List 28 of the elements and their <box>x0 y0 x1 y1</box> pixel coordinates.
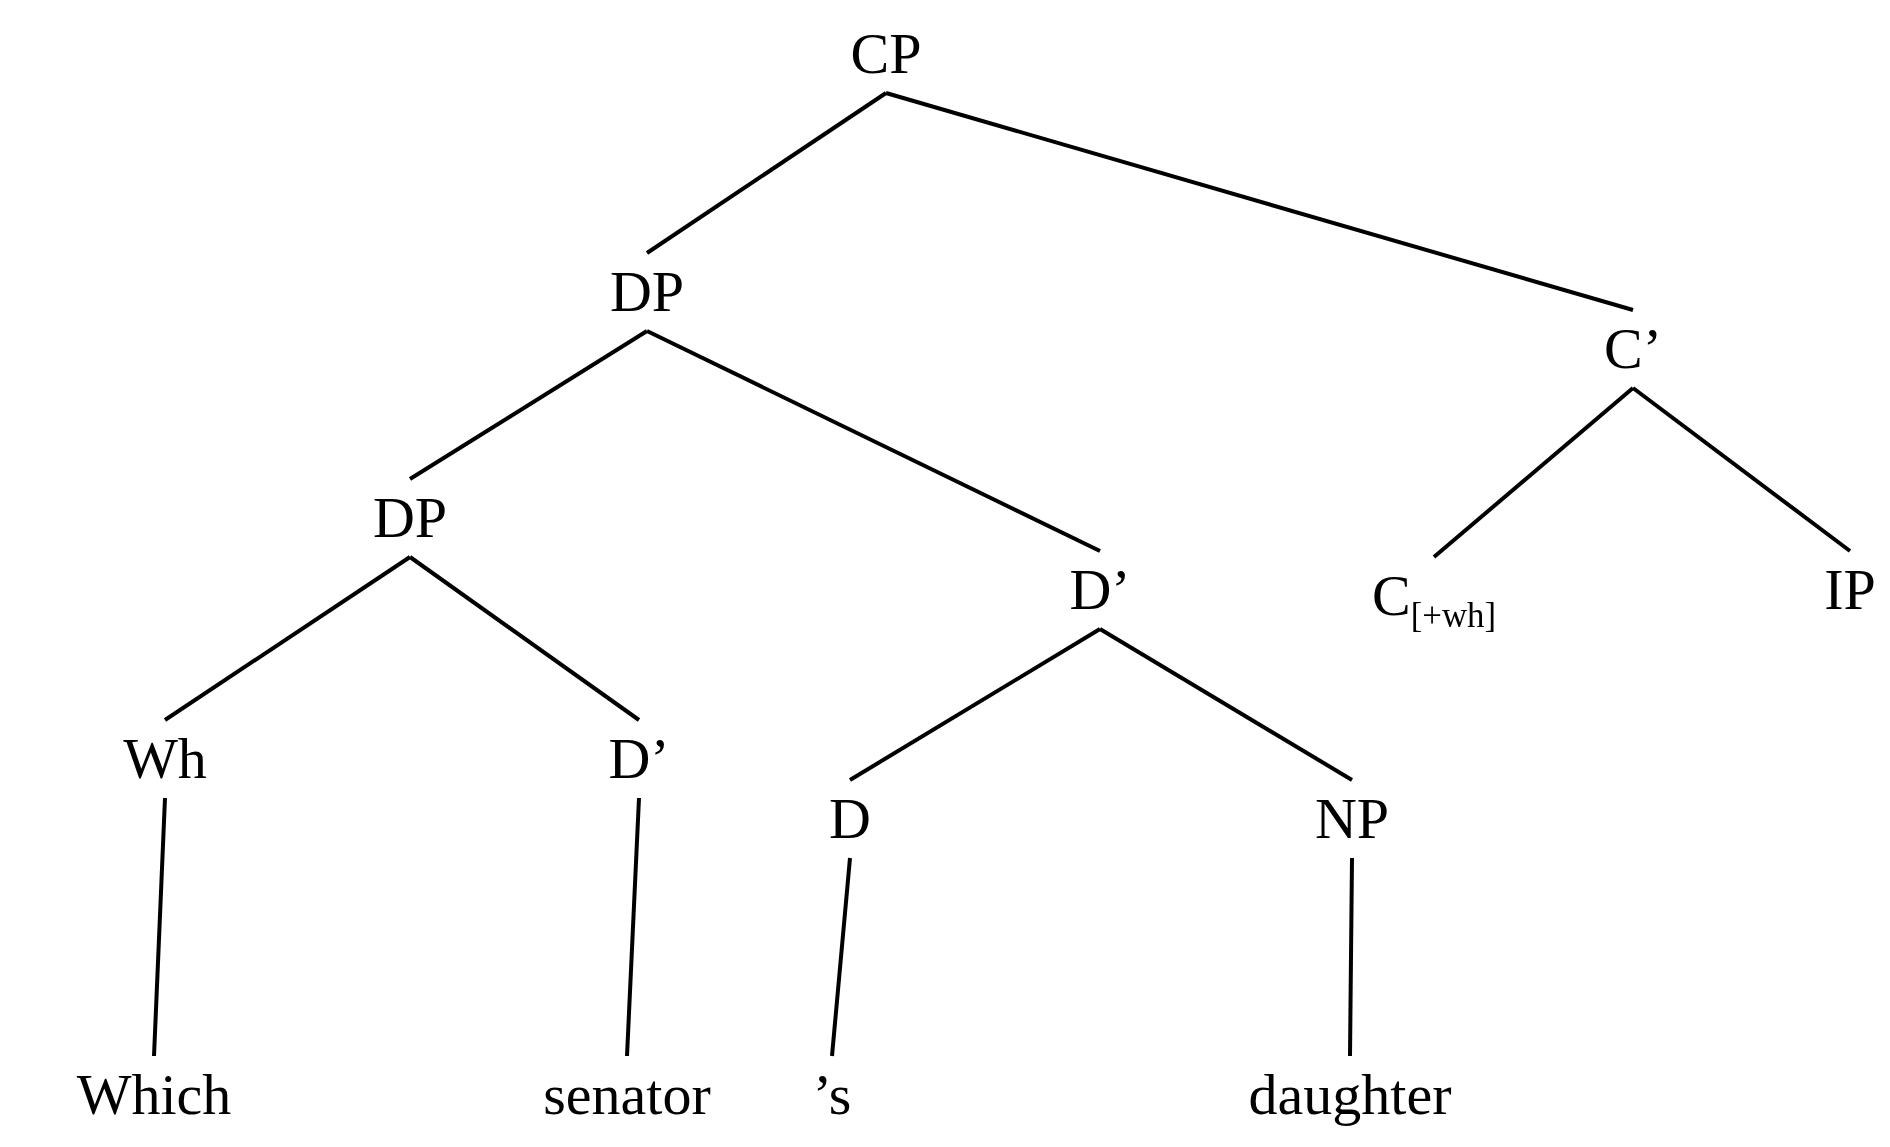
tree-branch <box>408 329 649 481</box>
tree-branch <box>163 555 412 722</box>
tree-branch <box>848 627 1102 782</box>
tree-branch <box>1098 627 1354 782</box>
tree-branch <box>646 329 1101 553</box>
category-label: DP <box>370 485 450 551</box>
tree-branch <box>885 91 1634 312</box>
category-label: Wh <box>121 726 209 792</box>
tree-branch <box>625 797 641 1057</box>
tree-branch <box>830 857 852 1057</box>
word-label: ’s <box>810 1062 854 1128</box>
tree-branch <box>645 91 888 255</box>
tree-branch <box>1432 386 1635 559</box>
category-label: C’ <box>1602 316 1664 382</box>
word-label: daughter <box>1246 1062 1454 1128</box>
word-label: senator <box>541 1062 713 1128</box>
tree-branch <box>152 797 167 1057</box>
tree-branch <box>1631 386 1852 553</box>
category-label: NP <box>1312 786 1392 852</box>
category-label: CP <box>848 21 924 87</box>
category-label: D <box>827 786 873 852</box>
category-label: DP <box>607 259 687 325</box>
category-label: D’ <box>1067 557 1133 623</box>
category-label: IP <box>1822 557 1878 623</box>
category-label: D’ <box>606 726 672 792</box>
word-label: Which <box>74 1062 234 1128</box>
tree-branch <box>408 555 641 722</box>
tree-branch <box>1348 857 1354 1057</box>
